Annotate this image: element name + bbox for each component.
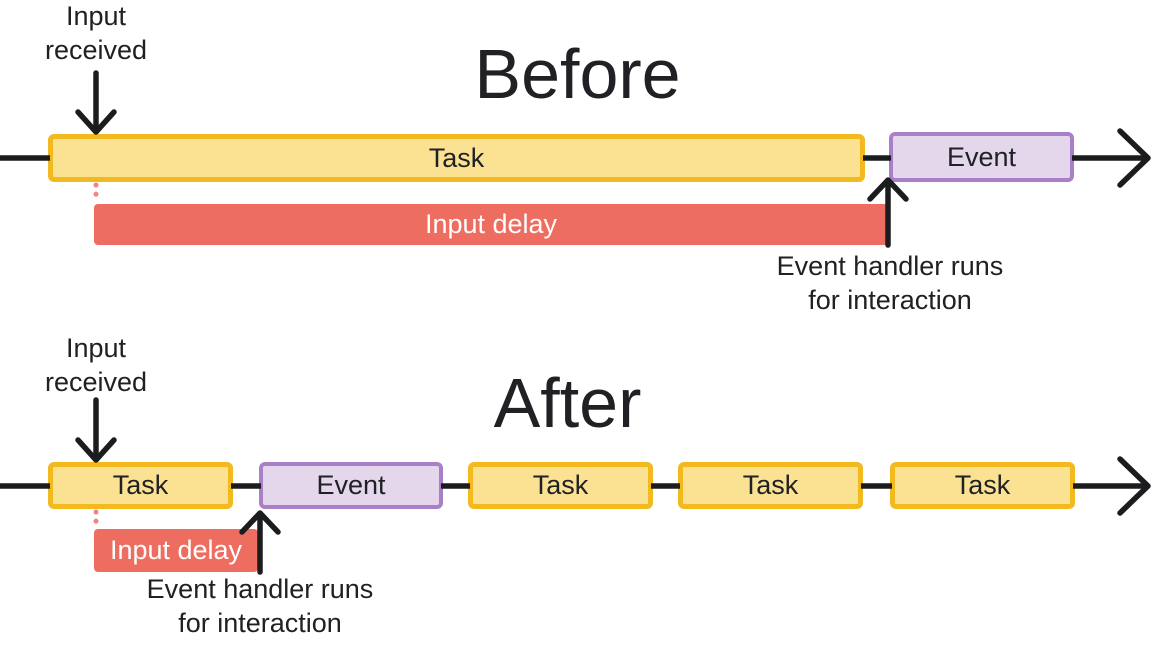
- before-event-label: Event: [946, 141, 1017, 172]
- after-box-task-3: Task: [678, 462, 863, 509]
- after-box-task-1: Task: [48, 462, 233, 509]
- before-event-bar: Event: [889, 132, 1074, 182]
- after-box-event-label: Event: [316, 470, 386, 500]
- before-input-delay-bar: Input delay: [94, 204, 888, 245]
- before-input-received-label: Input received: [44, 1, 148, 65]
- after-input-delay-label: Input delay: [109, 535, 243, 565]
- after-event-handler-label: Event handler runs for interaction: [146, 574, 374, 638]
- before-title: Before: [474, 35, 681, 113]
- after-title: After: [493, 364, 642, 442]
- before-task-bar: Task: [48, 134, 865, 182]
- before-task-label: Task: [428, 142, 485, 173]
- after-box-task-4-label: Task: [954, 470, 1011, 500]
- after-input-received-label: Input received: [44, 333, 148, 397]
- after-box-task-2: Task: [468, 462, 653, 509]
- before-input-delay-label: Input delay: [424, 209, 558, 239]
- before-event-handler-label: Event handler runs for interaction: [776, 251, 1004, 315]
- after-box-task-4: Task: [890, 462, 1075, 509]
- after-box-event: Event: [259, 462, 443, 509]
- after-box-task-1-label: Task: [112, 470, 169, 500]
- after-box-task-3-label: Task: [742, 470, 799, 500]
- after-box-task-2-label: Task: [532, 470, 589, 500]
- after-input-delay-bar: Input delay: [94, 529, 258, 572]
